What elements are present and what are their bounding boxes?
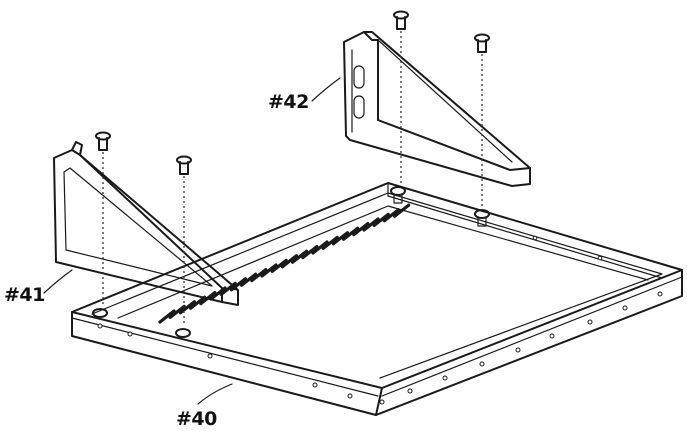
vent-slot: [189, 295, 207, 310]
label-part-42: #42: [268, 91, 309, 113]
vent-slot: [168, 304, 186, 319]
vent-slot: [291, 249, 309, 264]
right-bracket-part: [343, 31, 531, 187]
vent-slot: [178, 300, 196, 315]
label-part-40: #40: [176, 408, 217, 430]
mount-hole: [390, 186, 406, 196]
left-bracket-part: [53, 141, 239, 306]
vent-slot: [260, 263, 278, 278]
vent-slot: [270, 258, 288, 273]
vent-slot: [280, 254, 298, 269]
screw: [474, 33, 490, 208]
vent-slot: [250, 268, 268, 283]
leader-line-40: [197, 383, 233, 405]
screw: [95, 131, 111, 306]
mount-hole: [175, 328, 191, 338]
label-part-41: #41: [4, 284, 45, 306]
vent-slots: [158, 203, 411, 324]
leader-line-41: [43, 269, 73, 294]
leader-line-42: [311, 77, 341, 102]
vent-slot: [321, 235, 339, 250]
vent-slot: [352, 222, 370, 237]
vent-slot: [342, 226, 360, 241]
vent-slot: [393, 203, 411, 218]
mount-hole: [92, 308, 108, 318]
tray-part: [71, 182, 683, 416]
vent-slot: [301, 245, 319, 260]
vent-slot: [372, 212, 390, 227]
vent-slot: [311, 240, 329, 255]
mount-hole: [474, 209, 490, 219]
vent-slot: [382, 208, 400, 223]
vent-slot: [240, 272, 258, 287]
vent-slot: [229, 277, 247, 292]
front-wall-holes: [97, 235, 663, 405]
vent-slot: [158, 309, 176, 324]
vent-slot: [362, 217, 380, 232]
screw: [176, 155, 192, 326]
vent-slot: [331, 231, 349, 246]
screws: [95, 10, 490, 326]
screw: [393, 10, 409, 186]
